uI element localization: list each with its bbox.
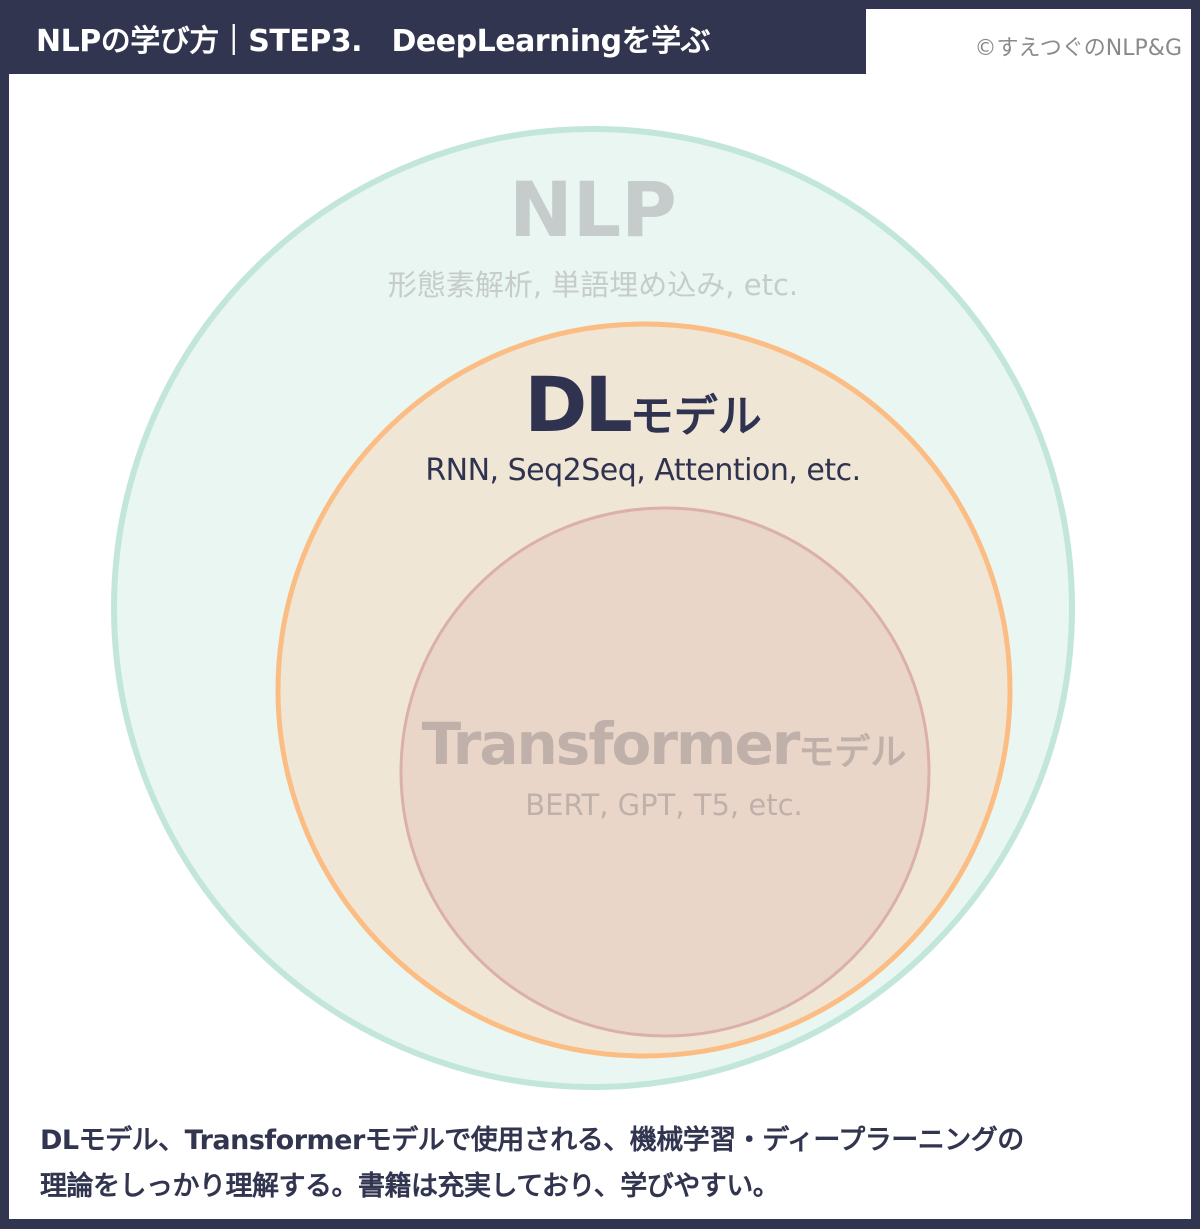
dl-title-main: DL — [524, 360, 633, 449]
footer-line-2: 理論をしっかり理解する。書籍は充実しており、学びやすい。 — [40, 1171, 780, 1202]
page-title: NLPの学び方｜STEP3. DeepLearningを学ぶ — [36, 24, 711, 59]
dl-title: DLモデル — [343, 360, 943, 449]
dl-subtitle: RNN, Seq2Seq, Attention, etc. — [425, 453, 861, 488]
transformer-subtitle: BERT, GPT, T5, etc. — [525, 788, 803, 822]
footer-line-1: DLモデル、Transformerモデルで使用される、機械学習・ディープラーニン… — [40, 1125, 1024, 1156]
footer-text: DLモデル、Transformerモデルで使用される、機械学習・ディープラーニン… — [40, 1118, 1024, 1210]
transformer-title-main: Transformer — [421, 710, 801, 778]
copyright: ©すえつぐのNLP&G — [974, 36, 1182, 61]
nlp-title: NLP — [509, 165, 677, 254]
transformer-title-suffix: モデル — [798, 732, 907, 773]
transformer-circle — [399, 506, 931, 1038]
title-bar: NLPの学び方｜STEP3. DeepLearningを学ぶ — [0, 0, 866, 74]
dl-title-suffix: モデル — [629, 391, 762, 442]
transformer-title: Transformerモデル — [364, 710, 964, 778]
nlp-subtitle: 形態素解析, 単語埋め込み, etc. — [387, 268, 799, 302]
